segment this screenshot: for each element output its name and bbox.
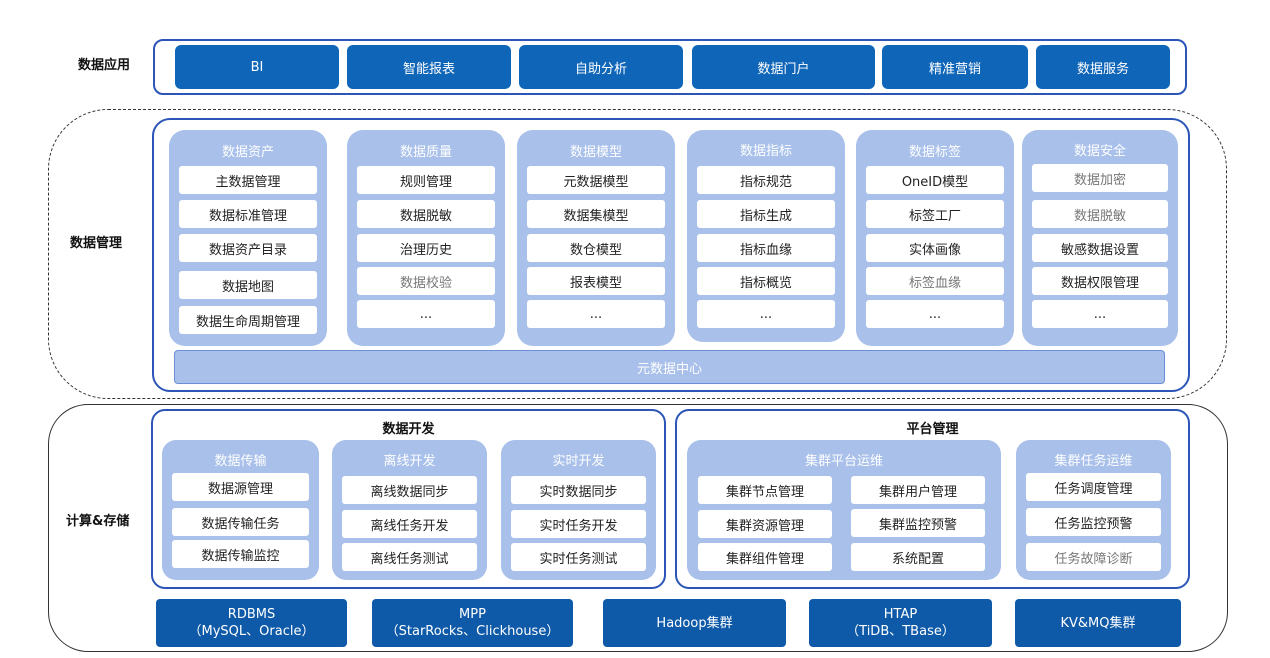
mgmt-item[interactable]: 标签血缘 xyxy=(866,267,1004,295)
cluster-item[interactable]: 系统配置 xyxy=(851,543,985,571)
mgmt-column-data-security: 数据安全 数据加密 数据脱敏 敏感数据设置 数据权限管理 ... xyxy=(1022,130,1178,346)
platform-mgmt-title: 平台管理 xyxy=(906,422,959,437)
column-title: 离线开发 xyxy=(383,454,436,469)
column-title: 集群任务运维 xyxy=(1054,454,1133,469)
cluster-item[interactable]: 集群资源管理 xyxy=(698,510,832,538)
mgmt-item-more[interactable]: ... xyxy=(697,300,835,328)
mgmt-item[interactable]: 治理历史 xyxy=(357,234,495,262)
cluster-item[interactable]: 集群节点管理 xyxy=(698,476,832,504)
dev-item[interactable]: 实时数据同步 xyxy=(511,476,646,504)
app-data-service-button[interactable]: 数据服务 xyxy=(1036,45,1170,89)
storage-hadoop[interactable]: Hadoop集群 xyxy=(603,599,786,647)
mgmt-column-data-metrics: 数据指标 指标规范 指标生成 指标血缘 指标概览 ... xyxy=(687,130,845,342)
storage-detail: （StarRocks、Clickhouse） xyxy=(385,624,560,639)
storage-name: Hadoop集群 xyxy=(656,615,733,631)
dev-item[interactable]: 实时任务测试 xyxy=(511,543,646,571)
storage-name: KV&MQ集群 xyxy=(1060,615,1136,631)
metadata-center-bar[interactable]: 元数据中心 xyxy=(174,350,1165,384)
column-title: 数据资产 xyxy=(221,145,274,160)
layer-label-application: 数据应用 xyxy=(78,58,131,73)
mgmt-column-data-tags: 数据标签 OneID模型 标签工厂 实体画像 标签血缘 ... xyxy=(856,130,1014,346)
storage-rdbms[interactable]: RDBMS （MySQL、Oracle） xyxy=(156,599,347,647)
app-self-analysis-button[interactable]: 自助分析 xyxy=(519,45,683,89)
cluster-item[interactable]: 集群用户管理 xyxy=(851,476,985,504)
dev-item[interactable]: 离线任务测试 xyxy=(342,543,477,571)
mgmt-item-more[interactable]: ... xyxy=(357,300,495,328)
mgmt-item[interactable]: 规则管理 xyxy=(357,166,495,194)
mgmt-item[interactable]: 指标概览 xyxy=(697,267,835,295)
mgmt-item[interactable]: 主数据管理 xyxy=(179,166,317,194)
dev-item[interactable]: 实时任务开发 xyxy=(511,510,646,538)
mgmt-item[interactable]: 元数据模型 xyxy=(527,166,665,194)
management-dashed-frame xyxy=(48,109,1227,399)
mgmt-item[interactable]: 数据校验 xyxy=(357,267,495,295)
dev-item[interactable]: 离线数据同步 xyxy=(342,476,477,504)
storage-detail: （TiDB、TBase） xyxy=(846,624,955,639)
column-title: 数据传输 xyxy=(214,454,267,469)
app-precision-marketing-button[interactable]: 精准营销 xyxy=(882,45,1028,89)
compute-storage-frame xyxy=(48,404,1228,652)
storage-kv-mq[interactable]: KV&MQ集群 xyxy=(1015,599,1181,647)
mgmt-item[interactable]: 敏感数据设置 xyxy=(1032,234,1168,262)
mgmt-item[interactable]: 指标血缘 xyxy=(697,234,835,262)
storage-name: HTAP xyxy=(883,607,918,622)
mgmt-column-data-model: 数据模型 元数据模型 数据集模型 数仓模型 报表模型 ... xyxy=(517,130,675,346)
data-dev-title: 数据开发 xyxy=(382,422,435,437)
mgmt-item[interactable]: 标签工厂 xyxy=(866,200,1004,228)
dev-item[interactable]: 离线任务开发 xyxy=(342,510,477,538)
storage-htap[interactable]: HTAP （TiDB、TBase） xyxy=(809,599,992,647)
mgmt-item[interactable]: 数据脱敏 xyxy=(1032,200,1168,228)
mgmt-item-more[interactable]: ... xyxy=(1032,300,1168,328)
mgmt-item[interactable]: 数据标准管理 xyxy=(179,200,317,228)
mgmt-item[interactable]: 数据地图 xyxy=(179,271,317,299)
app-bi-button[interactable]: BI xyxy=(175,45,339,89)
storage-mpp[interactable]: MPP （StarRocks、Clickhouse） xyxy=(372,599,573,647)
mgmt-item-more[interactable]: ... xyxy=(866,300,1004,328)
mgmt-item[interactable]: 报表模型 xyxy=(527,267,665,295)
mgmt-item[interactable]: 指标生成 xyxy=(697,200,835,228)
column-title: 数据质量 xyxy=(399,145,452,160)
storage-name: MPP xyxy=(459,607,486,622)
task-ops-column: 集群任务运维 任务调度管理 任务监控预警 任务故障诊断 xyxy=(1016,440,1171,580)
layer-label-compute-storage: 计算&存储 xyxy=(66,514,130,529)
column-title: 数据指标 xyxy=(739,144,792,159)
column-title: 集群平台运维 xyxy=(804,454,883,469)
mgmt-column-data-assets: 数据资产 主数据管理 数据标准管理 数据资产目录 数据地图 数据生命周期管理 xyxy=(169,130,327,346)
mgmt-item[interactable]: 指标规范 xyxy=(697,166,835,194)
column-title: 数据标签 xyxy=(908,145,961,160)
mgmt-item[interactable]: 数据生命周期管理 xyxy=(179,306,317,334)
task-item[interactable]: 任务监控预警 xyxy=(1026,508,1161,536)
mgmt-item[interactable]: 数据脱敏 xyxy=(357,200,495,228)
dev-column-transfer: 数据传输 数据源管理 数据传输任务 数据传输监控 xyxy=(162,440,319,580)
layer-label-management: 数据管理 xyxy=(70,236,123,251)
mgmt-item[interactable]: 数据权限管理 xyxy=(1032,267,1168,295)
column-title: 数据安全 xyxy=(1073,144,1126,159)
mgmt-item[interactable]: 数仓模型 xyxy=(527,234,665,262)
cluster-item[interactable]: 集群监控预警 xyxy=(851,509,985,537)
app-smart-report-button[interactable]: 智能报表 xyxy=(347,45,511,89)
cluster-item[interactable]: 集群组件管理 xyxy=(698,543,832,571)
dev-item[interactable]: 数据源管理 xyxy=(172,473,309,501)
dev-column-offline: 离线开发 离线数据同步 离线任务开发 离线任务测试 xyxy=(332,440,487,580)
mgmt-item[interactable]: OneID模型 xyxy=(866,166,1004,194)
dev-item[interactable]: 数据传输监控 xyxy=(172,540,309,568)
mgmt-item[interactable]: 数据资产目录 xyxy=(179,234,317,262)
mgmt-item-more[interactable]: ... xyxy=(527,300,665,328)
storage-name: RDBMS xyxy=(227,607,276,622)
mgmt-column-data-quality: 数据质量 规则管理 数据脱敏 治理历史 数据校验 ... xyxy=(347,130,505,346)
mgmt-item[interactable]: 数据集模型 xyxy=(527,200,665,228)
storage-detail: （MySQL、Oracle） xyxy=(188,624,315,639)
mgmt-item[interactable]: 实体画像 xyxy=(866,234,1004,262)
task-item[interactable]: 任务故障诊断 xyxy=(1026,543,1161,571)
cluster-ops-column: 集群平台运维 集群节点管理 集群用户管理 集群资源管理 集群监控预警 集群组件管… xyxy=(687,440,1001,580)
task-item[interactable]: 任务调度管理 xyxy=(1026,473,1161,501)
dev-item[interactable]: 数据传输任务 xyxy=(172,508,309,536)
column-title: 数据模型 xyxy=(569,145,622,160)
column-title: 实时开发 xyxy=(552,454,605,469)
mgmt-item[interactable]: 数据加密 xyxy=(1032,164,1168,192)
app-data-portal-button[interactable]: 数据门户 xyxy=(692,45,875,89)
dev-column-realtime: 实时开发 实时数据同步 实时任务开发 实时任务测试 xyxy=(501,440,656,580)
